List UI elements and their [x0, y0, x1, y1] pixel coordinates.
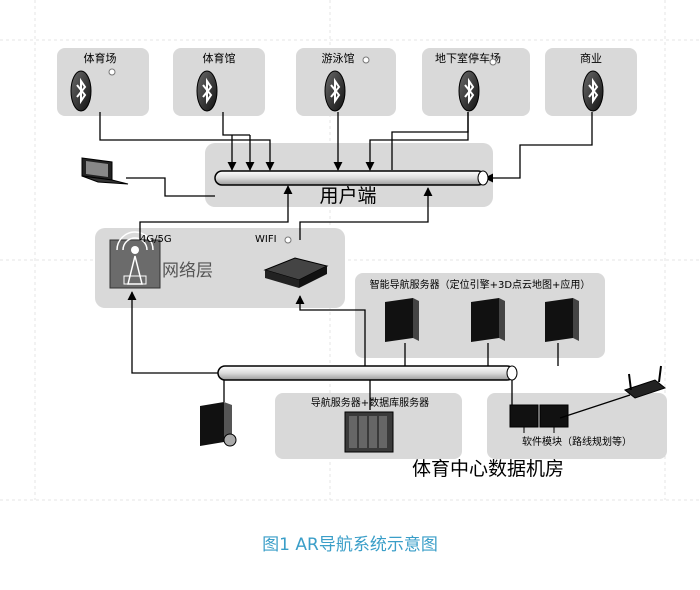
network-label: 网络层 — [162, 261, 213, 281]
venue-connectors — [99, 112, 593, 183]
laptop-icon — [81, 157, 129, 185]
monitor-icon — [509, 404, 569, 433]
bluetooth-icon — [582, 70, 604, 112]
wifi-router-icon — [263, 257, 329, 288]
router-link — [559, 394, 631, 419]
wifi-label: WIFI — [255, 234, 277, 245]
datacenter-label: 体育中心数据机房 — [412, 458, 564, 480]
bluetooth-icon — [196, 70, 218, 112]
venue-panel-pool — [296, 48, 396, 116]
db-servers-label: 导航服务器+数据库服务器 — [311, 396, 429, 409]
server-icon — [471, 298, 505, 342]
venue-label-parking: 地下室停车场 — [435, 51, 501, 65]
cell-tower-icon — [109, 231, 161, 289]
server-links — [295, 295, 559, 366]
wireless-router-icon — [623, 365, 667, 399]
signal-dot-pool — [362, 56, 370, 64]
desktop-tower-icon — [200, 402, 237, 447]
venue-panel-gym — [173, 48, 265, 116]
bluetooth-icon — [324, 70, 346, 112]
wifi-uplink — [299, 187, 433, 240]
software-label: 软件模块（路线规划等） — [522, 435, 632, 448]
bluetooth-icon — [70, 70, 92, 112]
signal-dot-parking — [489, 58, 497, 66]
figure-caption: 图1 AR导航系统示意图 — [262, 535, 438, 555]
cellular-uplink — [139, 185, 293, 240]
server-icon — [385, 298, 419, 342]
wifi-signal-dot — [284, 236, 292, 244]
client-bus — [214, 170, 489, 186]
smart-servers-label: 智能导航服务器（定位引擎+3D点云地图+应用） — [370, 278, 591, 291]
client-label: 用户端 — [319, 185, 376, 207]
datacenter-drops — [223, 380, 513, 410]
laptop-link — [126, 177, 215, 197]
venue-label-pool: 游泳馆 — [322, 51, 355, 65]
server-icon — [545, 298, 579, 342]
bluetooth-icon — [458, 70, 480, 112]
cellular-label: 4G/5G — [140, 234, 172, 245]
signal-dot-stadium — [108, 68, 116, 76]
datacenter-uplink — [127, 291, 218, 374]
datacenter-bus — [217, 365, 518, 381]
venue-label-stadium: 体育场 — [84, 51, 117, 65]
db-server-cabinet-icon — [344, 411, 394, 453]
venue-label-commercial: 商业 — [580, 51, 602, 65]
venue-label-gym: 体育馆 — [203, 51, 236, 65]
